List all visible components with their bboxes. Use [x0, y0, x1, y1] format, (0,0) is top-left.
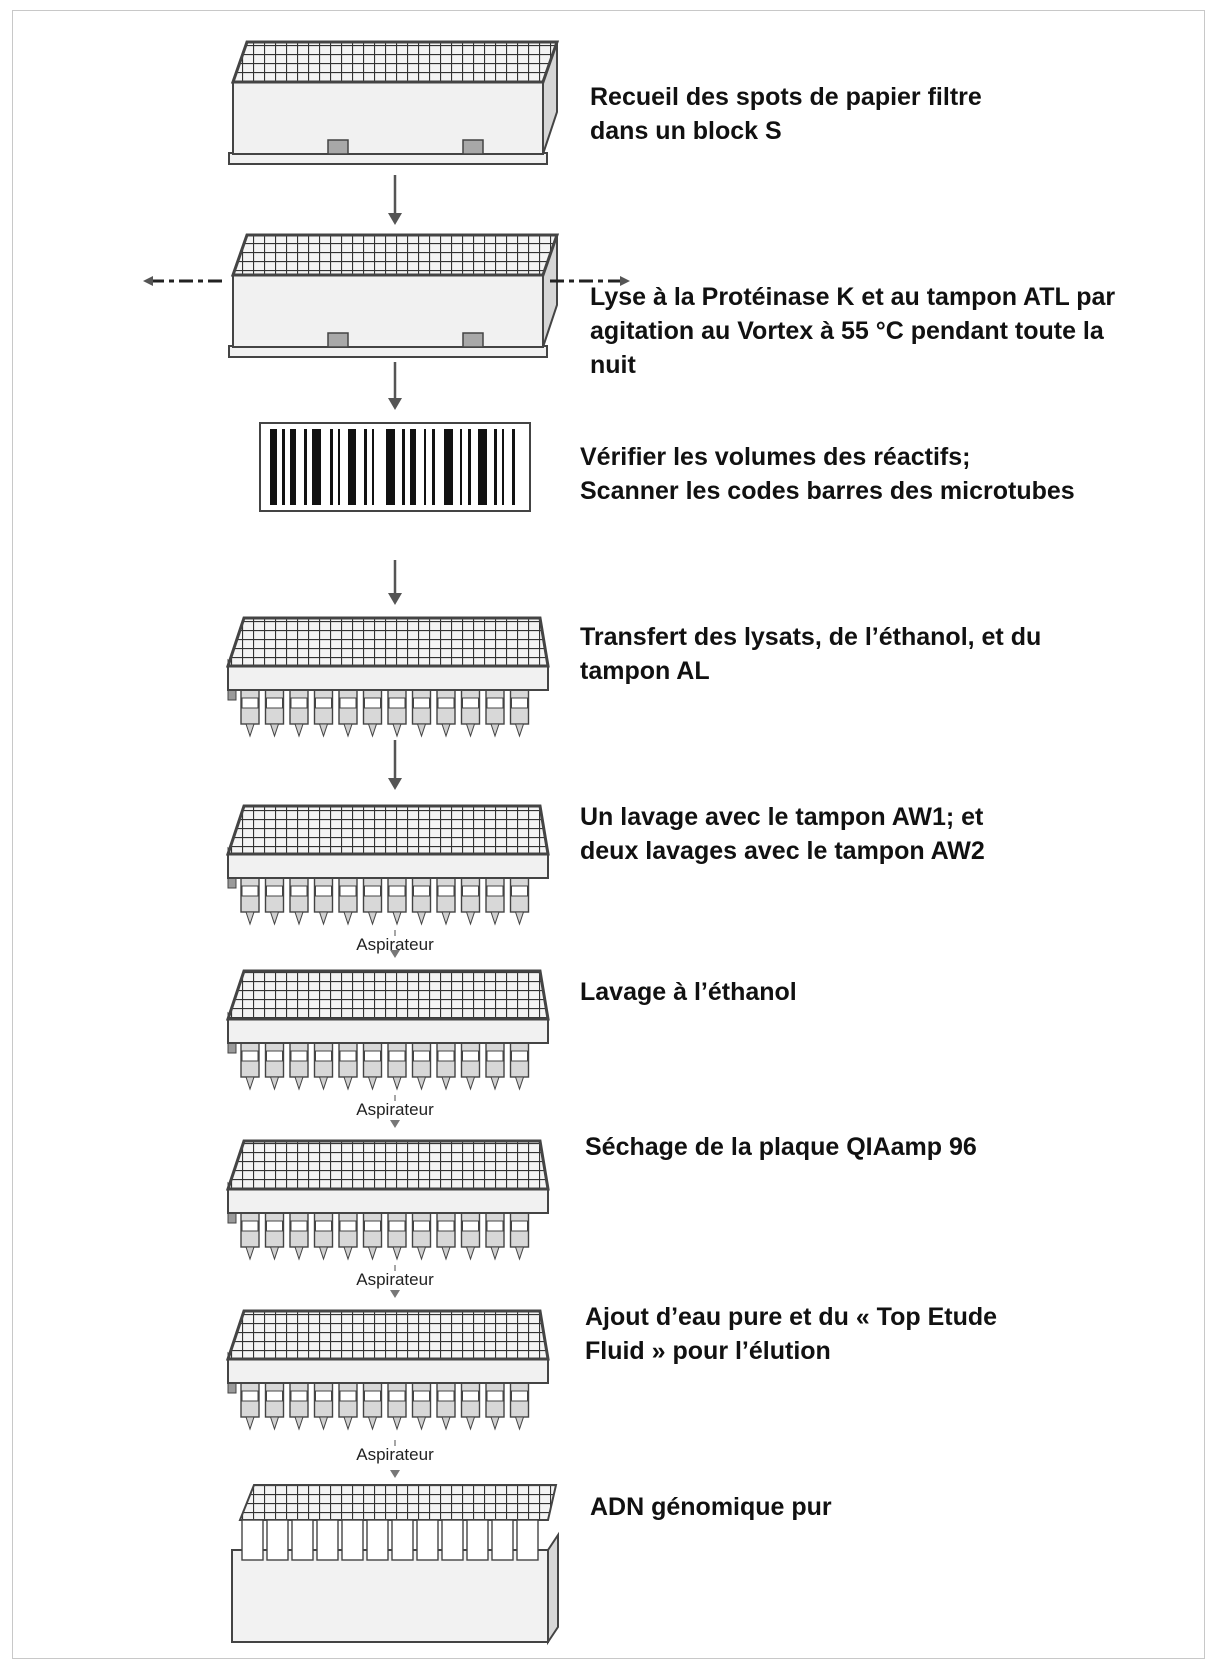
step-label-line: Recueil des spots de papier filtre	[590, 83, 982, 111]
connector-arrow	[388, 175, 402, 225]
step-label-ethanol: Lavage à l’éthanol	[580, 975, 797, 1009]
step-label-line: tampon AL	[580, 657, 710, 685]
step-icon-s-block	[143, 233, 630, 358]
connector-vacuum: Aspirateur	[356, 930, 434, 958]
connector-arrow	[388, 740, 402, 790]
step-label-line: Lavage à l’éthanol	[580, 978, 797, 1006]
step-label-line: Transfert des lysats, de l’éthanol, et d…	[580, 623, 1042, 651]
connector-vacuum: Aspirateur	[356, 1265, 434, 1298]
step-label-wash: Un lavage avec le tampon AW1; et deux lav…	[580, 800, 985, 868]
step-label-line: Fluid » pour l’élution	[585, 1337, 831, 1365]
step-label-pure: ADN génomique pur	[590, 1490, 832, 1524]
step-icon-qiaamp-plate	[225, 616, 550, 738]
step-icon-qiaamp-plate	[225, 1309, 550, 1431]
step-icon-barcode	[259, 422, 531, 512]
step-label-line: agitation au Vortex à 55 °C pendant tout…	[590, 317, 1104, 345]
step-label-line: Ajout d’eau pure et du « Top Etude	[585, 1303, 998, 1331]
step-icon-qiaamp-plate	[225, 804, 550, 926]
step-icon-s-block	[228, 40, 560, 165]
step-label-line: Lyse à la Protéinase K et au tampon ATL …	[590, 283, 1116, 311]
step-label-collect: Recueil des spots de papier filtre dans u…	[590, 80, 982, 148]
step-label-lysis: Lyse à la Protéinase K et au tampon ATL …	[590, 280, 1115, 382]
step-label-line: Vérifier les volumes des réactifs;	[580, 443, 971, 471]
vacuum-label: Aspirateur	[356, 1100, 434, 1119]
step-label-line: dans un block S	[590, 117, 782, 145]
step-label-line: Scanner les codes barres des microtubes	[580, 477, 1075, 505]
connector-vacuum: Aspirateur	[356, 1095, 434, 1128]
step-label-line: Un lavage avec le tampon AW1; et	[580, 803, 984, 831]
connector-vacuum: Aspirateur	[356, 1440, 434, 1478]
step-label-transfer: Transfert des lysats, de l’éthanol, et d…	[580, 620, 1041, 688]
vacuum-label: Aspirateur	[356, 935, 434, 954]
step-label-line: deux lavages avec le tampon AW2	[580, 837, 985, 865]
vacuum-label: Aspirateur	[356, 1270, 434, 1289]
vacuum-label: Aspirateur	[356, 1445, 434, 1464]
connector-arrow	[388, 560, 402, 605]
step-label-line: ADN génomique pur	[590, 1493, 832, 1521]
step-icon-qiaamp-plate	[225, 969, 550, 1091]
step-label-verify: Vérifier les volumes des réactifs; Scanne…	[580, 440, 1075, 508]
diagram-frame	[12, 10, 1205, 1659]
connector-arrow	[388, 362, 402, 410]
step-label-line: Séchage de la plaque QIAamp 96	[585, 1133, 977, 1161]
step-icon-tube-rack	[231, 1484, 559, 1646]
step-label-dry: Séchage de la plaque QIAamp 96	[585, 1130, 977, 1164]
step-label-line: nuit	[590, 351, 636, 379]
step-icon-qiaamp-plate	[225, 1139, 550, 1261]
